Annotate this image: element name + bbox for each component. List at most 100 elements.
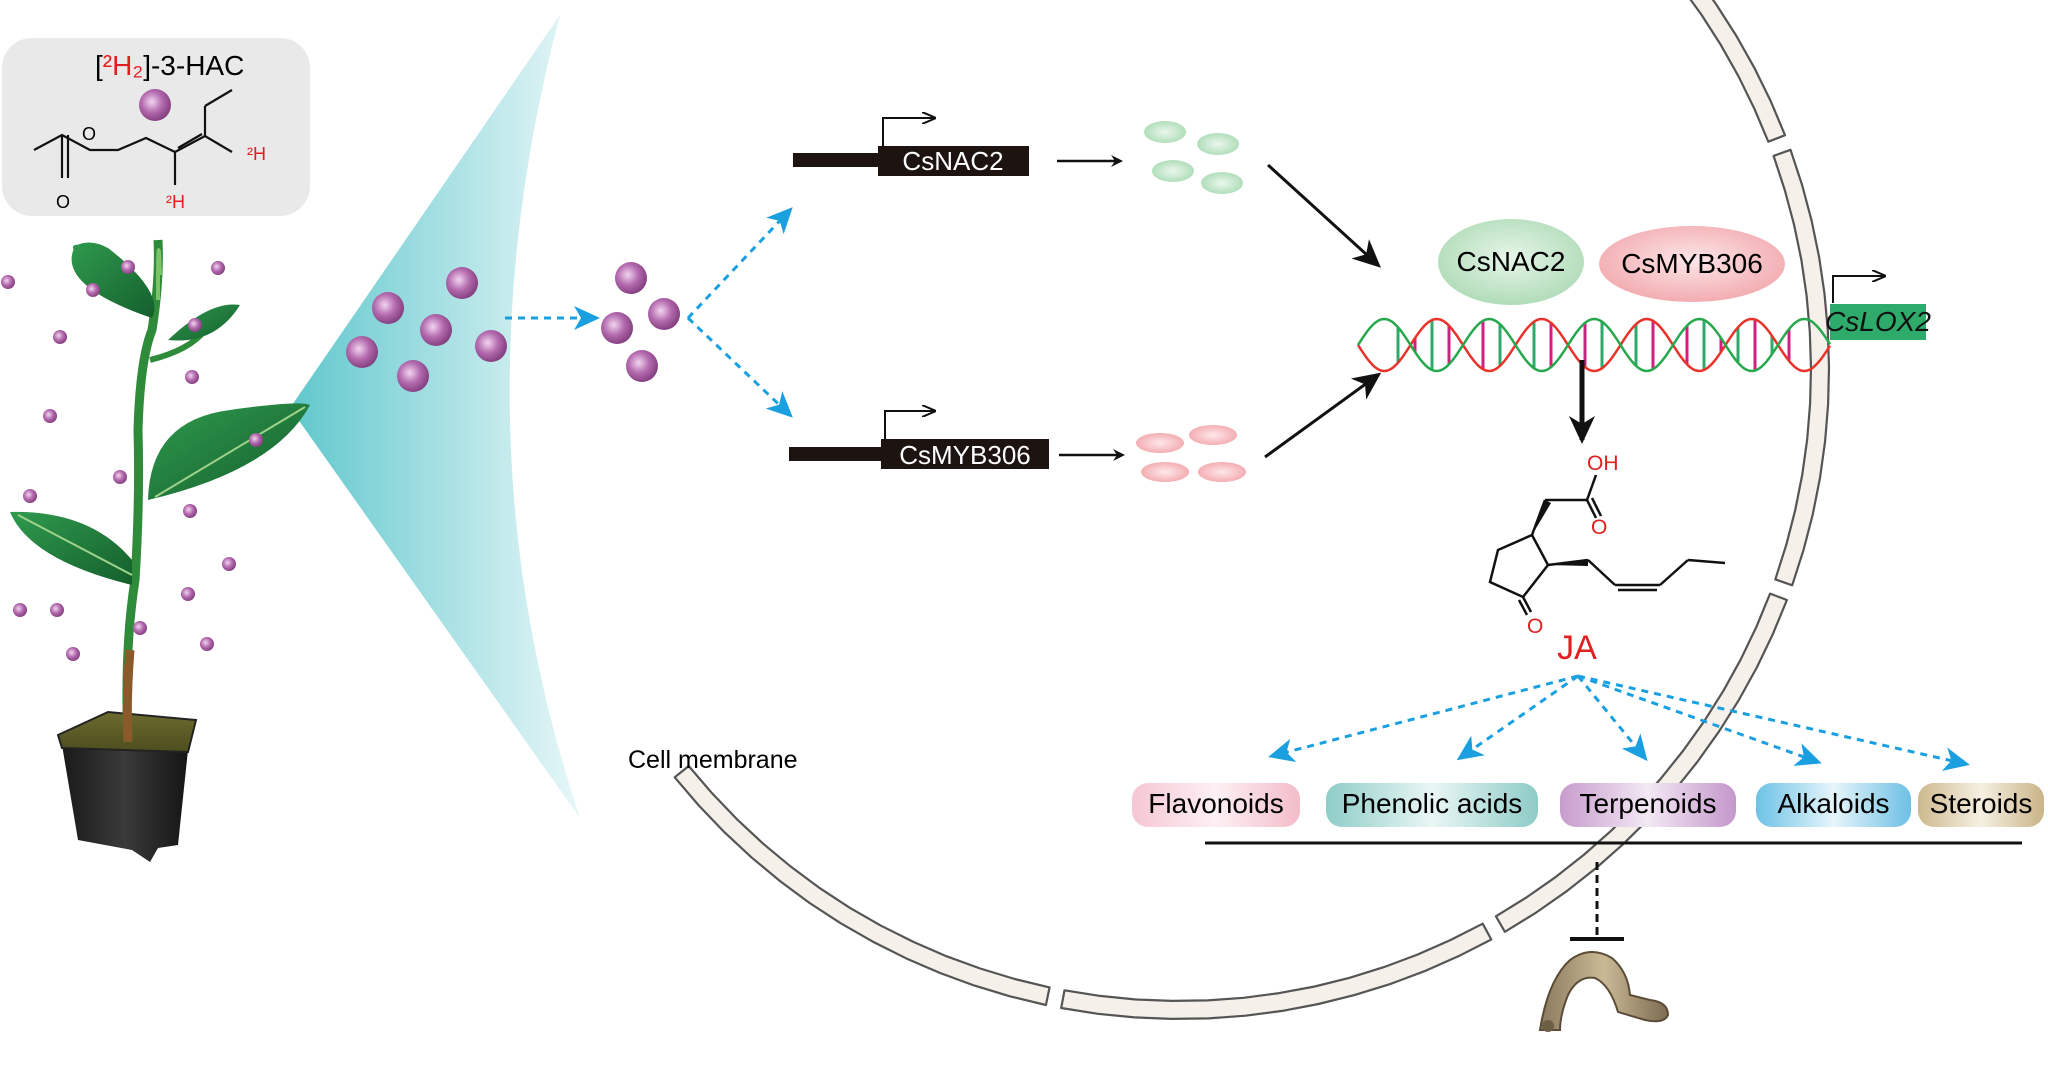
nac2-gene-box — [878, 146, 1029, 176]
deuterium-label-right: ²H — [247, 144, 266, 164]
metabolite-pill — [1918, 783, 2044, 827]
metabolite-label: Alkaloids — [1777, 788, 1889, 819]
membrane-segment — [1060, 922, 1493, 1020]
arrow-to-steroids — [1577, 674, 1970, 771]
metabolite-label: Flavonoids — [1148, 788, 1283, 819]
leaf-small-right — [168, 304, 240, 341]
nac2-protein — [1197, 133, 1239, 155]
ja-acid-oxygen-label: O — [1591, 516, 1607, 539]
molecule-dot — [113, 470, 127, 484]
metabolite-pill — [1560, 783, 1736, 827]
carbonyl-oxygen-label: O — [56, 192, 70, 212]
myb306-gene-label: CsMYB306 — [899, 440, 1031, 470]
lox2-box — [1830, 304, 1926, 340]
myb306-tss-arrow — [884, 411, 934, 439]
arrow-to-alkaloids — [1577, 674, 1822, 766]
arrow-to-flavonoids — [1268, 674, 1579, 763]
nac2-protein — [1144, 121, 1186, 143]
tea-plant — [10, 239, 310, 862]
molecule-dot — [121, 260, 135, 274]
molecule-dot — [23, 489, 37, 503]
dna-strand-green — [1356, 317, 1832, 373]
membrane-segment — [1689, 0, 1787, 143]
ja-ketone-oxygen-label: O — [1527, 615, 1543, 638]
metabolite-pill — [1132, 783, 1300, 827]
molecule-dot — [66, 647, 80, 661]
cell-membrane-label: Cell membrane — [628, 746, 798, 774]
myb306-protein — [1198, 462, 1246, 482]
molecule-ball — [420, 314, 452, 346]
leaf-vein-right — [154, 406, 306, 498]
metabolite-pill — [1756, 783, 1911, 827]
pot-body — [62, 745, 188, 862]
molecule-dot — [185, 370, 199, 384]
molecule-dot — [183, 504, 197, 518]
intracellular-molecules — [601, 262, 680, 382]
molecule-ball — [626, 350, 658, 382]
cell-membrane-segments — [673, 0, 1831, 1020]
compound-name: [²H₂]-3-HAC — [95, 50, 244, 81]
molecule-dot — [53, 330, 67, 344]
leaf-lower-left — [10, 511, 132, 585]
gene-myb306: CsMYB306 — [789, 411, 1049, 470]
molecule-ball — [397, 360, 429, 392]
molecule-ball — [446, 267, 478, 299]
signal-arrow-to-myb306 — [686, 316, 793, 418]
ja-wedge-bond-2 — [1548, 560, 1588, 566]
membrane-segment — [673, 764, 1051, 1007]
myb306-gene-box — [881, 439, 1049, 469]
arrow-to-phenolic-acids — [1456, 674, 1579, 761]
molecule-dot — [211, 261, 225, 275]
stem-base — [122, 649, 135, 743]
nac2-tss-arrow — [882, 118, 934, 146]
leaf-top-left — [71, 242, 155, 318]
volatile-diffusion-beam — [290, 15, 580, 818]
lox2-label: CsLOX2 — [1825, 306, 1931, 337]
molecule-dot — [188, 318, 202, 332]
molecule-ball — [615, 262, 647, 294]
molecule-dot — [181, 587, 195, 601]
molecule-dot — [13, 603, 27, 617]
gene-nac2: CsNAC2 — [793, 118, 1029, 176]
compound-molecule-icon — [139, 89, 171, 121]
nac2-gene-label: CsNAC2 — [902, 146, 1003, 176]
membrane-segment — [1494, 592, 1788, 933]
molecule-dot — [43, 409, 57, 423]
molecule-dot — [1, 275, 15, 289]
target-gene-lox2: CsLOX2 — [1825, 276, 1931, 340]
nac2-bound-protein — [1438, 219, 1584, 305]
ester-oxygen-label: O — [82, 124, 96, 144]
molecule-ball — [475, 330, 507, 362]
ja-hydroxyl-label: OH — [1587, 452, 1619, 475]
molecule-ball — [648, 298, 680, 330]
leaf-bud — [156, 248, 162, 301]
nac2-bound-label: CsNAC2 — [1457, 246, 1566, 277]
molecule-dot — [200, 637, 214, 651]
metabolite-label: Terpenoids — [1580, 788, 1717, 819]
molecule-ball — [372, 292, 404, 324]
ja-structure — [1488, 474, 1726, 616]
molecule-dot — [222, 557, 236, 571]
compound-structure — [33, 89, 233, 185]
metabolite-label: Phenolic acids — [1342, 788, 1523, 819]
nac2-protein — [1152, 160, 1194, 182]
molecule-ball — [346, 336, 378, 368]
myb306-protein — [1189, 425, 1237, 445]
molecule-ball — [601, 312, 633, 344]
dna-strand-red — [1356, 317, 1832, 373]
deuterium-label-bottom: ²H — [166, 192, 185, 212]
myb306-promoter — [789, 447, 881, 461]
myb306-bound-protein — [1599, 226, 1785, 302]
ja-downstream-arrows — [1268, 674, 1970, 771]
molecule-dot — [249, 433, 263, 447]
beam-molecules — [346, 267, 507, 392]
molecule-dot — [86, 283, 100, 297]
molecule-dot — [50, 603, 64, 617]
myb306-protein — [1136, 433, 1184, 453]
metabolite-pill — [1326, 783, 1538, 827]
compound-background — [2, 38, 310, 216]
nac2-binding-arrow — [1266, 163, 1381, 268]
airborne-molecules — [1, 260, 263, 661]
